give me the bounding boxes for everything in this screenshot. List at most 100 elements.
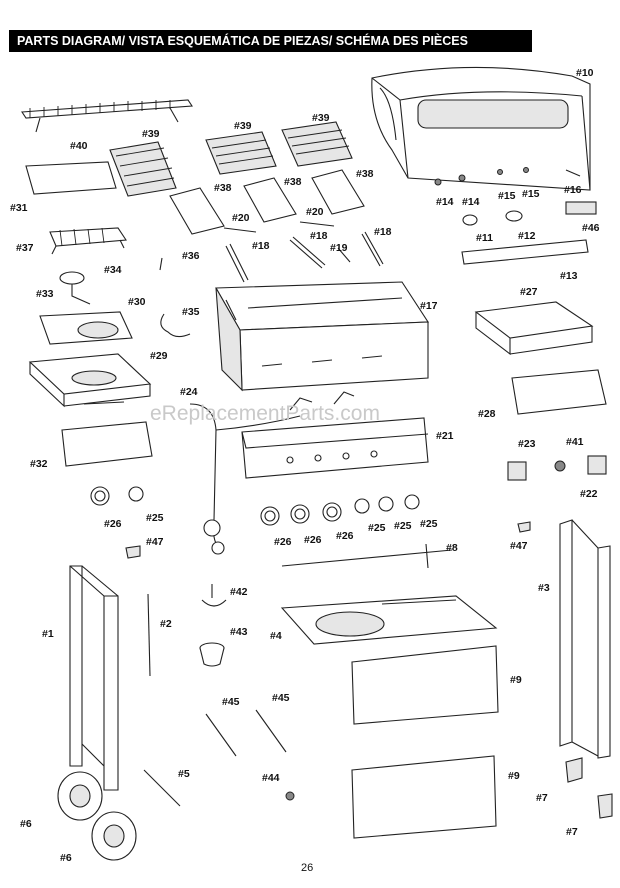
part-screw: [285, 791, 295, 801]
part-label: #14: [462, 196, 480, 208]
part-hinges: [205, 709, 287, 757]
part-label: #9: [508, 770, 520, 782]
part-label: #30: [128, 296, 146, 308]
part-label: #29: [150, 350, 168, 362]
part-label: #38: [356, 168, 374, 180]
part-label: #26: [336, 530, 354, 542]
part-label: #45: [222, 696, 240, 708]
part-label: #35: [182, 306, 200, 318]
page-number: 26: [301, 862, 314, 874]
part-warming-rack: [21, 99, 193, 133]
part-label: #25: [420, 518, 438, 530]
part-label: #39: [312, 112, 330, 124]
part-label: #41: [566, 436, 584, 448]
part-small-hardware: [434, 167, 597, 226]
part-label: #6: [20, 818, 32, 830]
part-label: #40: [70, 140, 88, 152]
part-label: #4: [270, 630, 282, 642]
part-bottom-shelf: [280, 595, 498, 645]
part-side-burner: [59, 271, 91, 305]
part-label: #19: [330, 242, 348, 254]
part-label: #5: [178, 768, 190, 780]
part-rod: [147, 593, 151, 677]
part-side-shelf: [28, 311, 152, 408]
part-label: #26: [274, 536, 292, 548]
part-label: #16: [564, 184, 582, 196]
part-label: #15: [498, 190, 516, 202]
part-label: #22: [580, 488, 598, 500]
part-label: #21: [436, 430, 454, 442]
part-label: #32: [30, 458, 48, 470]
part-label: #18: [374, 226, 392, 238]
part-igniter-parts: [507, 455, 607, 481]
part-label: #7: [566, 826, 578, 838]
part-label: #10: [576, 67, 594, 79]
part-label: #39: [234, 120, 252, 132]
part-label: #2: [160, 618, 172, 630]
part-label: #24: [180, 386, 198, 398]
part-label: #8: [446, 542, 458, 554]
watermark: eReplacementParts.com: [150, 402, 380, 425]
part-burners: [225, 231, 384, 283]
part-knobs: [90, 486, 420, 526]
part-electrode: [159, 257, 163, 271]
part-label: #3: [538, 582, 550, 594]
part-label: #39: [142, 128, 160, 140]
part-label: #25: [146, 512, 164, 524]
part-label: #9: [510, 674, 522, 686]
part-handle: [461, 239, 589, 265]
part-label: #20: [232, 212, 250, 224]
part-doors: [351, 645, 499, 839]
part-casters: [565, 757, 613, 819]
part-label: #12: [518, 230, 536, 242]
part-label: #36: [182, 250, 200, 262]
part-right-shelf: [474, 301, 607, 415]
part-regulator-hose: [189, 391, 355, 555]
part-label: #18: [252, 240, 270, 252]
part-label: #25: [368, 522, 386, 534]
part-label: #18: [310, 230, 328, 242]
part-heat-tents: [169, 169, 365, 235]
part-label: #27: [520, 286, 538, 298]
part-ignition-wire: [160, 313, 191, 338]
part-label: #1: [42, 628, 54, 640]
part-wheels: [57, 771, 137, 861]
part-cooking-grates: [109, 121, 353, 197]
part-label: #25: [394, 520, 412, 532]
part-label: #47: [146, 536, 164, 548]
part-label: #33: [36, 288, 54, 300]
part-label: #34: [104, 264, 122, 276]
part-side-panel: [61, 421, 153, 467]
part-grease-cup: [199, 584, 227, 667]
diagram-header: PARTS DIAGRAM/ VISTA ESQUEMÁTICA DE PIEZ…: [9, 30, 532, 52]
part-label: #23: [518, 438, 536, 450]
part-label: #15: [522, 188, 540, 200]
part-side-plate: [25, 161, 117, 195]
part-label: #14: [436, 196, 454, 208]
part-crossover: [223, 221, 335, 233]
part-label: #28: [478, 408, 496, 420]
part-clips: [125, 521, 531, 559]
part-label: #38: [214, 182, 232, 194]
part-label: #17: [420, 300, 438, 312]
part-label: #44: [262, 772, 280, 784]
part-label: #13: [560, 270, 578, 282]
part-right-frame: [559, 519, 611, 759]
part-label: #26: [104, 518, 122, 530]
part-label: #20: [306, 206, 324, 218]
part-label: #42: [230, 586, 248, 598]
part-brace-rod: [281, 543, 453, 569]
part-label: #7: [536, 792, 548, 804]
part-label: #38: [284, 176, 302, 188]
part-axle: [143, 769, 181, 807]
part-left-frame: [69, 565, 119, 791]
part-side-burner-grate: [49, 227, 127, 255]
part-label: #37: [16, 242, 34, 254]
part-label: #47: [510, 540, 528, 552]
part-label: #45: [272, 692, 290, 704]
part-firebox: [215, 281, 429, 392]
part-label: #31: [10, 202, 28, 214]
part-label: #6: [60, 852, 72, 864]
part-hood: [371, 66, 591, 191]
